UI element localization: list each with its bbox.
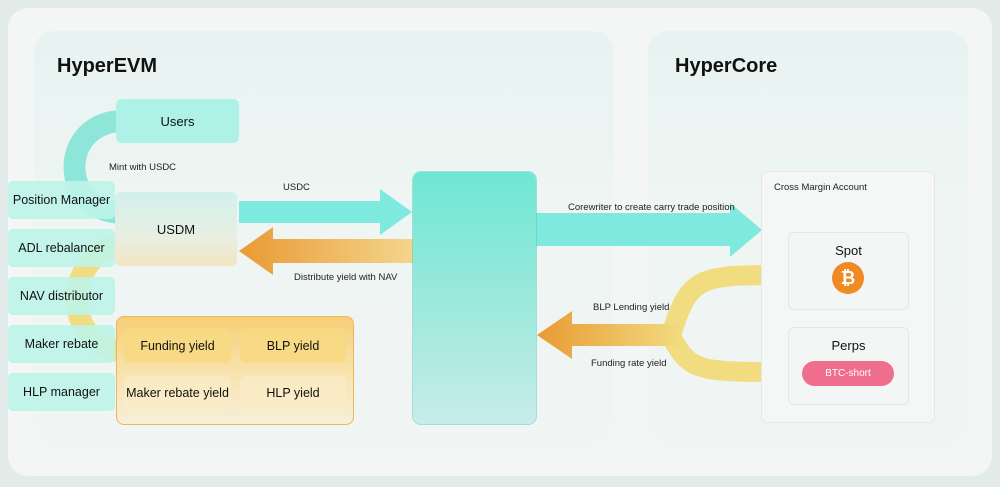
- mint-label: Mint with USDC: [109, 162, 177, 173]
- distribute-label: Distribute yield with NAV: [294, 272, 398, 283]
- hypercore-title: HyperCore: [675, 55, 778, 77]
- usdm-node: USDM: [115, 192, 237, 266]
- btc-short-badge: BTC-short: [802, 361, 894, 386]
- hlp-yield-label: HLP yield: [266, 386, 320, 400]
- hlp-manager-label: HLP manager: [23, 385, 100, 399]
- blp-yield-label: BLP yield: [266, 339, 320, 353]
- corewriter-label: Corewriter to create carry trade positio…: [568, 202, 735, 213]
- funding-yield-chip: Funding yield: [124, 329, 231, 363]
- blp-lending-yield-label: BLP Lending yield: [593, 302, 670, 313]
- maker-rebate-yield-chip: Maker rebate yield: [124, 376, 231, 410]
- usdc-label: USDC: [283, 182, 310, 193]
- maker-rebate-label: Maker rebate: [24, 337, 99, 351]
- distribute-arrow: [239, 227, 414, 275]
- adl-rebalancer-label: ADL rebalancer: [18, 241, 105, 255]
- hlp-manager-module: HLP manager: [8, 373, 115, 411]
- usdm-label: USDM: [156, 221, 196, 237]
- users-label: Users: [160, 113, 195, 129]
- adl-rebalancer-module: ADL rebalancer: [8, 229, 115, 267]
- funding-rate-yield-label: Funding rate yield: [591, 358, 667, 369]
- spot-title: Spot: [835, 243, 862, 258]
- perps-title: Perps: [831, 338, 866, 353]
- yield-return-arrow: [537, 311, 682, 359]
- maker-rebate-module: Maker rebate: [8, 325, 115, 363]
- nav-distributor-module: NAV distributor: [8, 277, 115, 315]
- module-stack: [413, 172, 536, 424]
- cross-margin-account-title: Cross Margin Account: [774, 182, 867, 193]
- spot-yield-path: [662, 265, 789, 336]
- funding-yield-label: Funding yield: [140, 339, 215, 353]
- maker-rebate-yield-label: Maker rebate yield: [126, 386, 229, 400]
- position-manager-module: Position Manager: [8, 181, 115, 219]
- bitcoin-icon: ₿: [832, 262, 864, 294]
- blp-yield-chip: BLP yield: [240, 329, 346, 363]
- nav-distributor-label: NAV distributor: [19, 289, 104, 303]
- users-node: Users: [116, 99, 239, 143]
- usdc-arrow: [239, 189, 412, 235]
- corewriter-arrow: [536, 203, 762, 257]
- hlp-yield-chip: HLP yield: [240, 376, 346, 410]
- hyperevm-title: HyperEVM: [57, 55, 158, 77]
- position-manager-label: Position Manager: [12, 193, 111, 207]
